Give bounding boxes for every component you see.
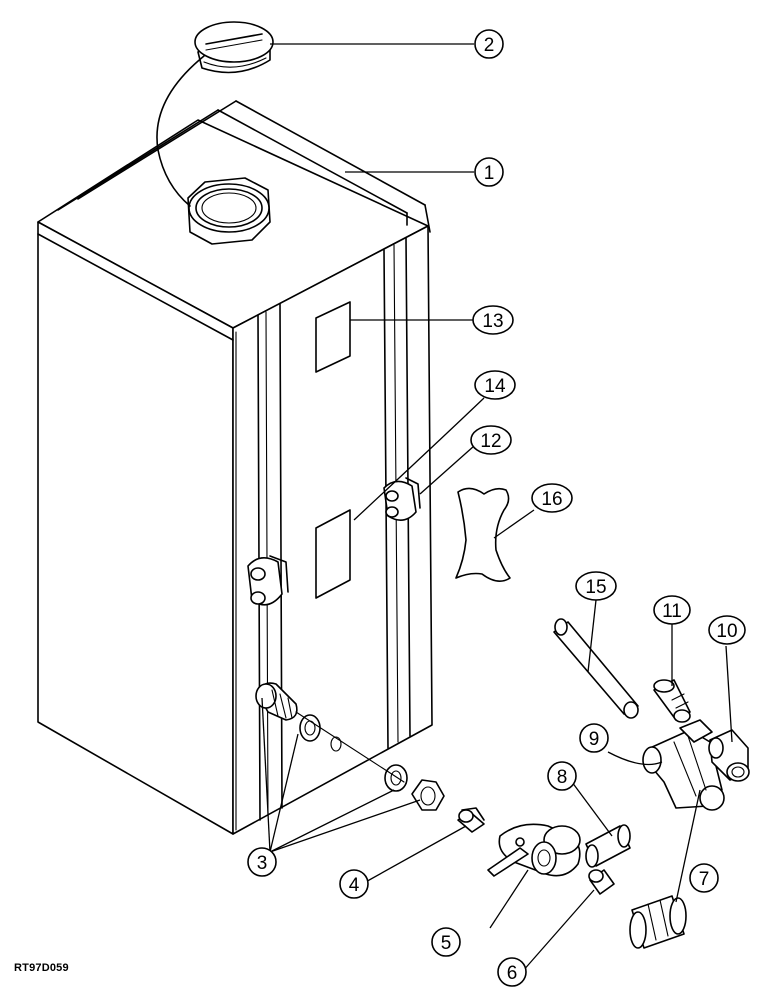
hose xyxy=(553,618,639,719)
callout-16-label: 16 xyxy=(541,489,562,510)
callout-14-label: 14 xyxy=(484,376,506,397)
callout-9: 9 xyxy=(579,723,609,753)
callout-7: 7 xyxy=(689,863,719,893)
callout-11-label: 11 xyxy=(662,601,682,622)
callout-7-label: 7 xyxy=(699,869,710,890)
callout-12-label: 12 xyxy=(480,431,501,452)
cap-tether xyxy=(156,55,205,207)
callout-8: 8 xyxy=(547,761,577,791)
callout-10-label: 10 xyxy=(716,621,737,642)
callout-15: 15 xyxy=(575,571,617,601)
elbow-fitting xyxy=(708,729,750,782)
washer-1 xyxy=(299,714,321,742)
hole xyxy=(330,736,342,752)
drain-valve xyxy=(487,823,581,877)
plug-4 xyxy=(457,807,485,833)
callout-5: 5 xyxy=(431,927,461,957)
callout-2-label: 2 xyxy=(484,35,495,56)
callout-1-label: 1 xyxy=(484,163,495,184)
pipe-nipple xyxy=(585,824,631,868)
water-tank xyxy=(37,100,433,835)
leader-lines xyxy=(261,43,733,973)
callout-12: 12 xyxy=(470,425,512,455)
callout-2: 2 xyxy=(474,29,504,59)
callout-10: 10 xyxy=(708,615,746,645)
callout-9-label: 9 xyxy=(589,729,600,750)
callout-6-label: 6 xyxy=(507,963,518,984)
callout-13: 13 xyxy=(472,305,514,335)
strap-clamp-upper xyxy=(383,477,421,521)
callout-3-label: 3 xyxy=(257,853,268,874)
callout-15-label: 15 xyxy=(585,577,606,598)
hex-nut xyxy=(411,779,445,811)
callout-5-label: 5 xyxy=(441,933,452,954)
coupling xyxy=(629,895,687,949)
plug-6 xyxy=(588,869,615,895)
callout-4: 4 xyxy=(339,869,369,899)
callout-16: 16 xyxy=(531,483,573,513)
callout-4-label: 4 xyxy=(349,875,360,896)
figure-code: RT97D059 xyxy=(14,962,69,974)
outlet-fitting xyxy=(255,682,298,721)
callout-13-label: 13 xyxy=(482,311,503,332)
filler-neck xyxy=(187,177,271,245)
callout-11: 11 xyxy=(653,595,691,625)
decal-lower xyxy=(315,509,351,599)
hose-adapter xyxy=(653,679,691,723)
decal-upper xyxy=(315,301,351,373)
tee-fitting xyxy=(642,719,725,811)
callout-6: 6 xyxy=(497,957,527,987)
strap-clamp-lower xyxy=(247,555,289,606)
washer-2 xyxy=(384,764,408,792)
callout-1: 1 xyxy=(474,157,504,187)
callout-14: 14 xyxy=(474,370,516,400)
filler-cap xyxy=(194,21,274,74)
callout-3: 3 xyxy=(247,847,277,877)
callout-8-label: 8 xyxy=(557,767,568,788)
strainer-bag xyxy=(455,487,511,582)
